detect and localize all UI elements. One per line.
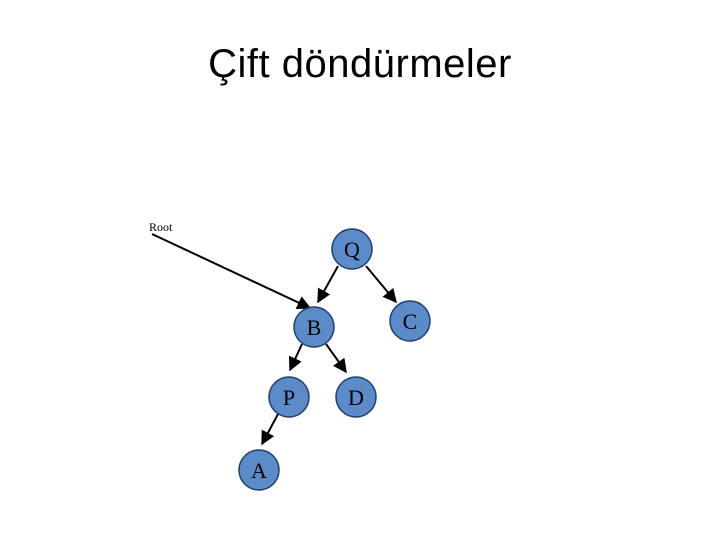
node-a: A: [238, 449, 280, 491]
root-label: Root: [149, 220, 173, 234]
node-b: B: [293, 306, 335, 348]
node-b-label: B: [307, 315, 322, 340]
node-d: D: [335, 376, 377, 418]
edge-root-to-b: [151, 233, 312, 309]
edge-p-to-a: [261, 413, 279, 446]
node-q: Q: [331, 228, 373, 270]
edge-b-to-d: [325, 343, 347, 374]
node-a-label: A: [251, 458, 267, 483]
slide-title: Çift döndürmeler: [208, 42, 512, 86]
node-p-label: P: [283, 385, 295, 410]
node-d-label: D: [348, 385, 364, 410]
node-q-label: Q: [344, 237, 360, 262]
node-c: C: [389, 300, 431, 342]
edge-q-to-c: [365, 265, 397, 304]
node-c-label: C: [403, 309, 418, 334]
edge-b-to-p: [288, 343, 303, 372]
node-p: P: [268, 376, 310, 418]
edge-q-to-b: [317, 265, 339, 304]
